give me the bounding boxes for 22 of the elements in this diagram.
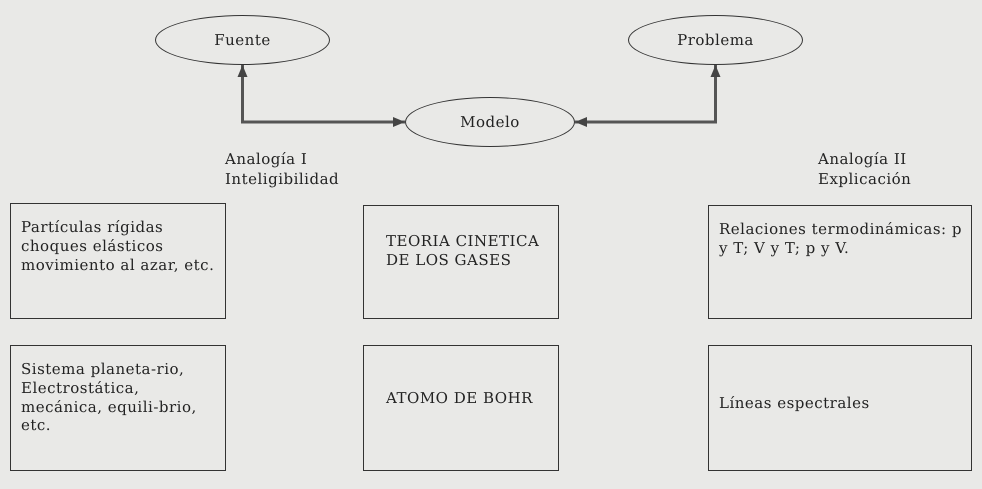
text-box	[708, 205, 972, 319]
double-arrow	[238, 65, 405, 127]
text-box	[363, 205, 559, 319]
node-text: ATOMO DE BOHR	[386, 388, 533, 408]
node-text: Modelo	[460, 113, 520, 131]
node-text: Partículas rígidas choques elásticos movimiento al azar, etc.	[21, 218, 216, 274]
node-text: Relaciones termodinámicas: p y T; V y T; p y V.	[719, 220, 963, 258]
ellipse-node	[155, 15, 330, 65]
analogy-label: Analogía I Inteligibilidad	[225, 150, 340, 189]
node-text: Sistema planeta-rio, Electrostática, mecánica, equili-brio, etc.	[21, 360, 198, 435]
node-text: TEORIA CINETICA DE LOS GASES	[386, 232, 540, 270]
text-box	[10, 203, 226, 319]
ellipse-node	[628, 15, 803, 65]
node-text: Líneas espectrales	[719, 394, 870, 412]
node-text: Fuente	[214, 31, 271, 49]
text-box	[363, 345, 559, 471]
double-arrow	[575, 65, 720, 127]
node-text: Problema	[677, 31, 754, 49]
ellipse-node	[405, 97, 575, 147]
analogy-label: Analogía II Explicación	[818, 150, 912, 189]
text-box	[10, 345, 226, 471]
text-box	[708, 345, 972, 471]
